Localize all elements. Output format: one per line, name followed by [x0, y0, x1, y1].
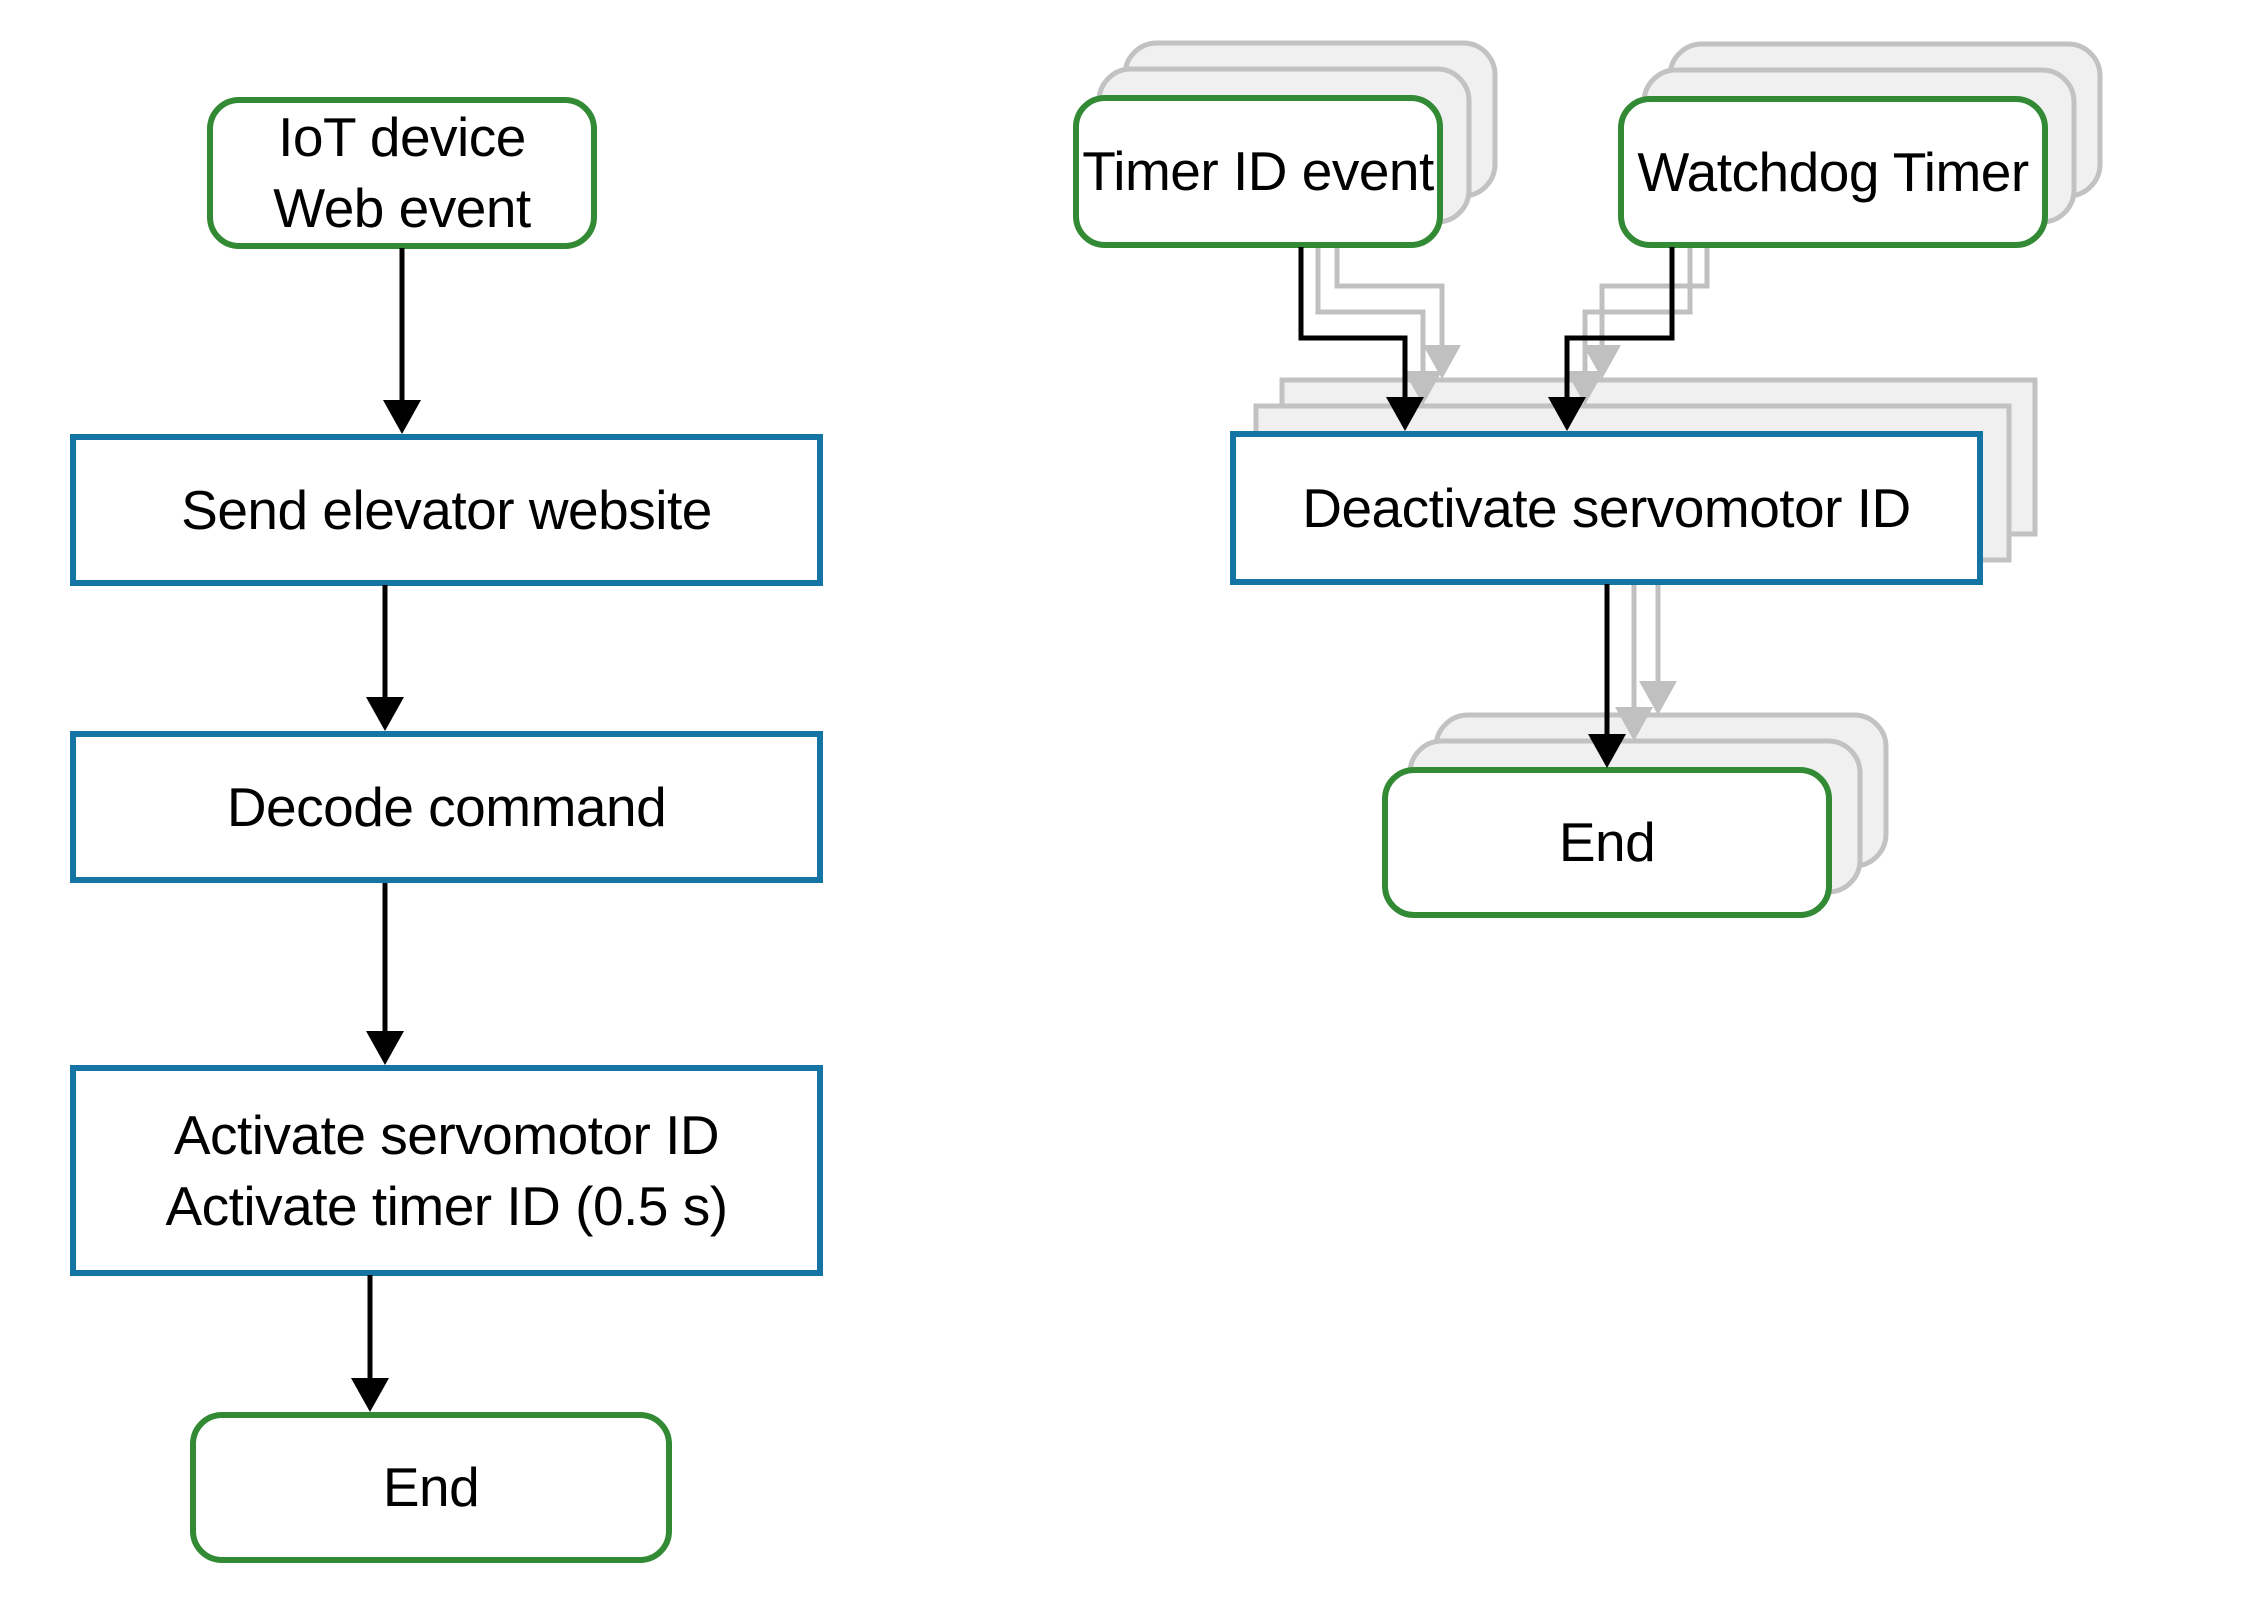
label-line: IoT device	[278, 106, 526, 168]
node-label: End	[1558, 811, 1656, 873]
node-deactivate-servomotor: Deactivate servomotor ID	[1230, 431, 1983, 585]
ghost-connector-timer-2	[1334, 246, 1445, 347]
node-decode-command: Decode command	[70, 731, 823, 883]
node-end-left: End	[190, 1412, 672, 1563]
ghost-arrowhead-end-1	[1615, 707, 1653, 741]
node-label: IoT device Web event	[273, 102, 531, 244]
node-label: Activate servomotor ID Activate timer ID…	[165, 1100, 728, 1242]
label-line: Activate servomotor ID	[173, 1103, 720, 1166]
node-send-elevator-website: Send elevator website	[70, 434, 823, 586]
node-label: Timer ID event	[1082, 140, 1434, 202]
label-line: Activate timer ID (0.5 s)	[165, 1174, 728, 1237]
node-label: Decode command	[226, 775, 667, 838]
node-label: Send elevator website	[181, 478, 712, 541]
label-line: Web event	[273, 177, 531, 239]
node-watchdog-timer: Watchdog Timer	[1618, 96, 2048, 248]
node-timer-id-event: Timer ID event	[1073, 95, 1443, 248]
node-activate-servomotor-timer: Activate servomotor ID Activate timer ID…	[70, 1065, 823, 1276]
node-label: Watchdog Timer	[1637, 140, 2029, 203]
ghost-arrowhead-timer-1	[1404, 371, 1442, 405]
ghost-arrowhead-end-2	[1639, 681, 1677, 715]
node-label: End	[382, 1456, 480, 1518]
ghost-arrowhead-timer-2	[1423, 345, 1461, 379]
ghost-connector-timer-1	[1315, 246, 1426, 373]
node-end-right: End	[1382, 767, 1832, 918]
node-iot-web-event: IoT device Web event	[207, 97, 597, 249]
node-label: Deactivate servomotor ID	[1302, 476, 1911, 539]
